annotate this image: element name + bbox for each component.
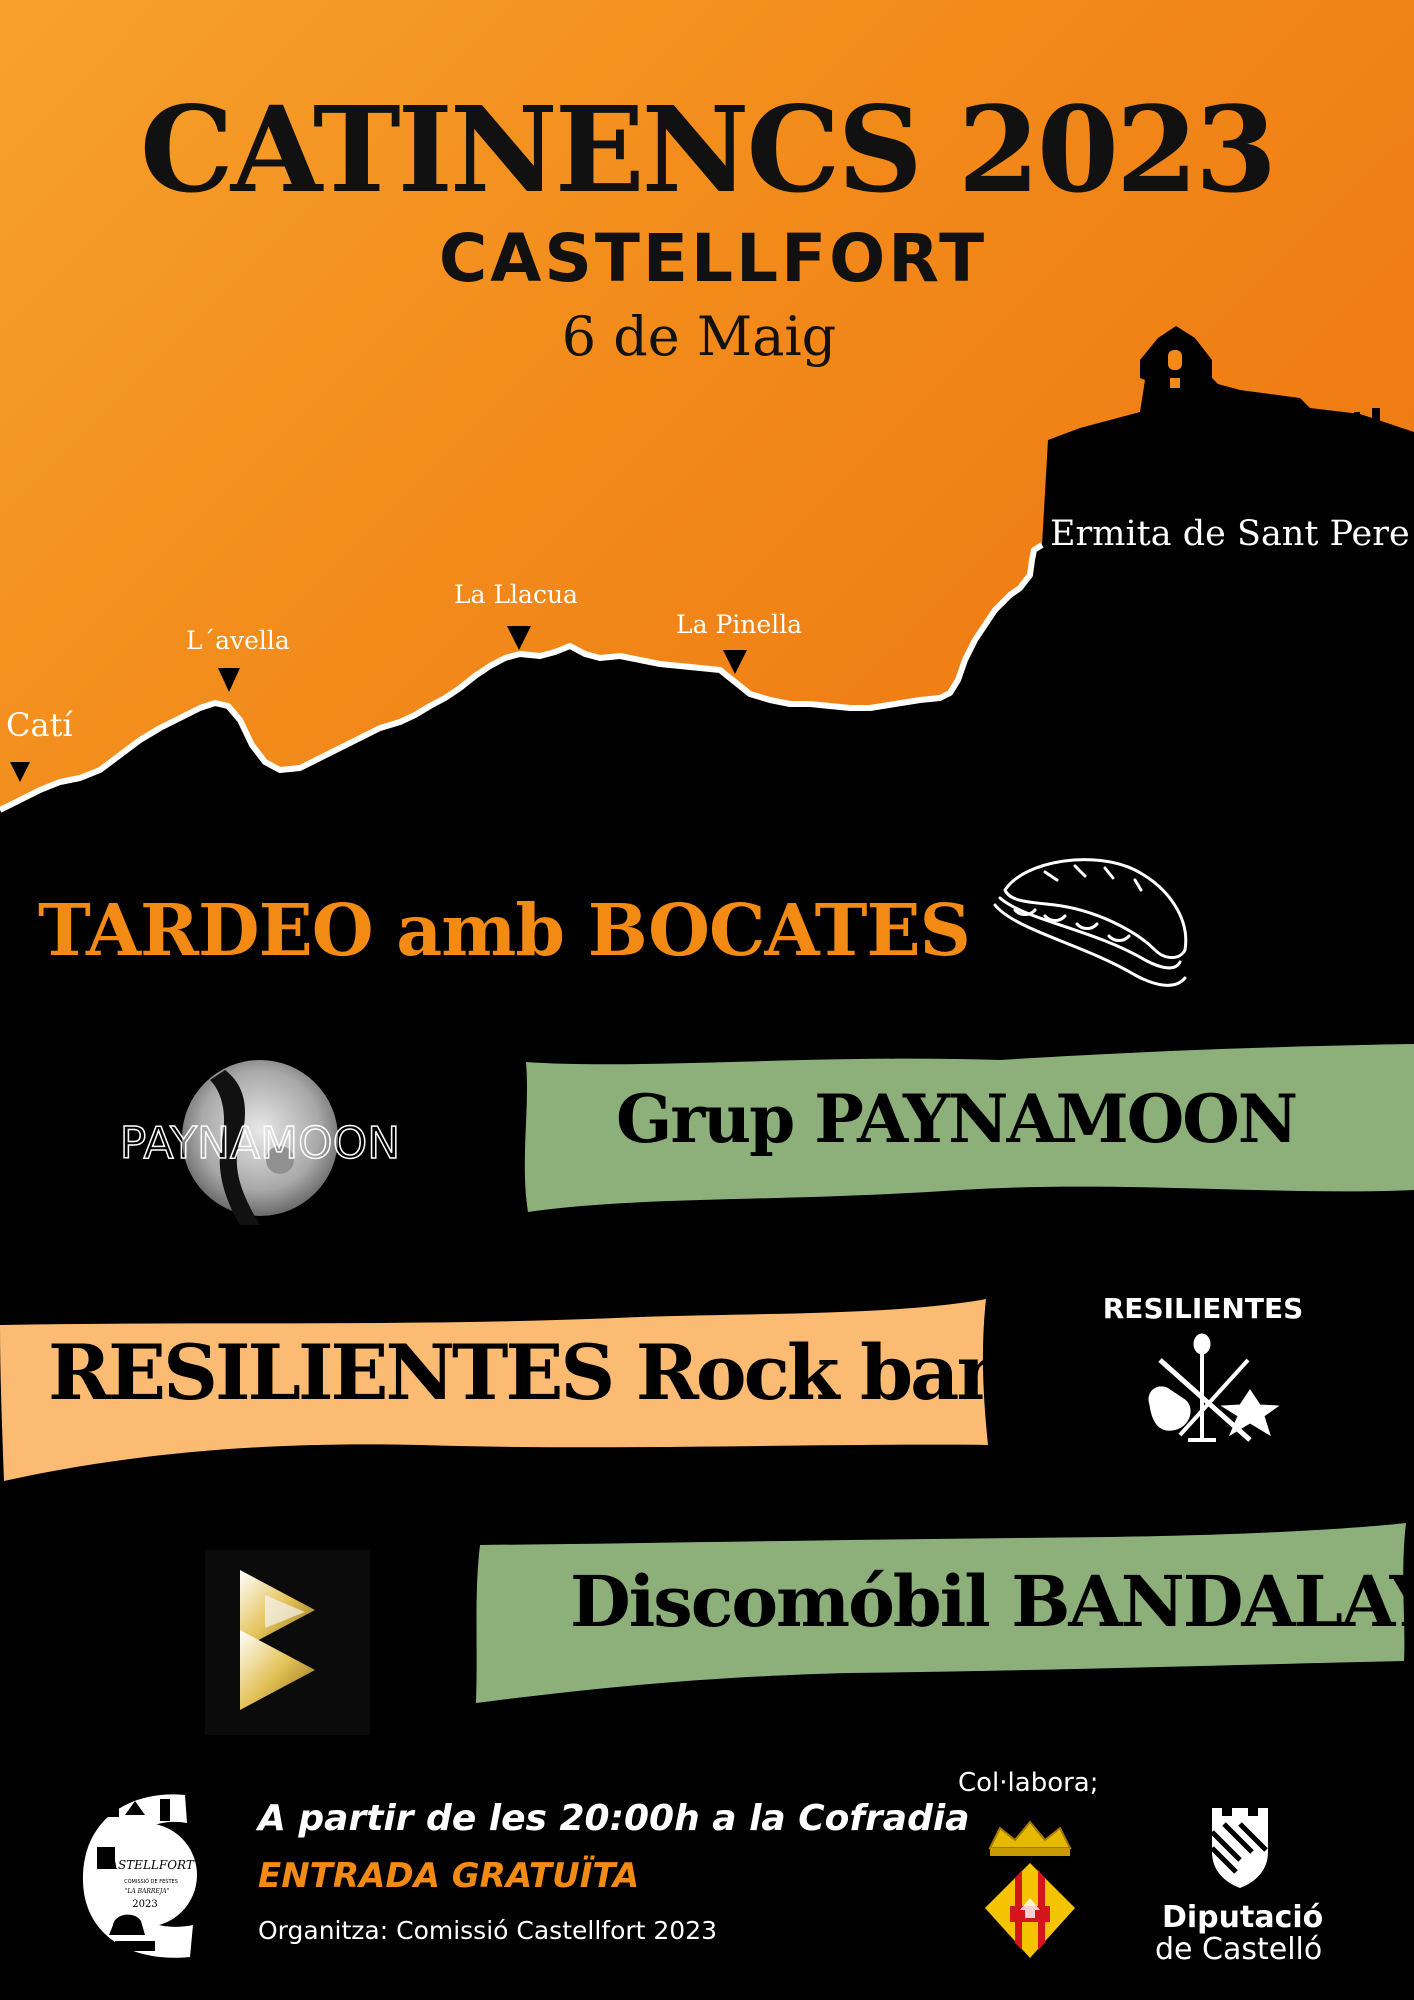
diputacio-logo-icon bbox=[1210, 1808, 1268, 1888]
paynamoon-logo-text: PAYNAMOON bbox=[120, 1118, 400, 1169]
org-logo-group: "LA BARREJA" bbox=[125, 1888, 170, 1895]
band3-label: Discomóbil BANDALAY bbox=[570, 1560, 1414, 1643]
collabora-label: Col·labora; bbox=[958, 1768, 1099, 1798]
route-markers bbox=[10, 626, 747, 782]
band1-banner-bg bbox=[524, 1044, 1414, 1212]
band3-banner-bg bbox=[476, 1523, 1406, 1703]
paynamoon-logo: PAYNAMOON bbox=[119, 1060, 401, 1225]
org-logo-year: 2023 bbox=[132, 1899, 157, 1910]
band2-banner-bg bbox=[0, 1299, 988, 1481]
route-label-lallacua: La Llacua bbox=[454, 580, 578, 609]
town-crest-icon bbox=[985, 1820, 1075, 1958]
sandwich-icon bbox=[993, 858, 1188, 987]
organizer-text: Organitza: Comissió Castellfort 2023 bbox=[258, 1916, 718, 1945]
event-title: CATINENCS 2023 bbox=[139, 80, 1277, 219]
entry-text: ENTRADA GRATUÏTA bbox=[258, 1856, 640, 1896]
microphone-guitar-icon bbox=[1148, 1333, 1280, 1442]
bandalay-logo bbox=[205, 1550, 370, 1735]
organizer-logo: CASTELLFORT COMISSIÓ DE FESTES "LA BARRE… bbox=[82, 1794, 197, 1958]
moon-icon bbox=[182, 1060, 338, 1216]
resilientes-logo-text: RESILIENTES bbox=[1103, 1292, 1303, 1325]
diputacio-line1: Diputació bbox=[1162, 1900, 1324, 1935]
route-label-ermita: Ermita de Sant Pere bbox=[1050, 514, 1410, 554]
resilientes-logo: RESILIENTES bbox=[1103, 1292, 1303, 1442]
church-silhouette-icon bbox=[1140, 326, 1380, 422]
org-logo-sub: COMISSIÓ DE FESTES bbox=[124, 1878, 178, 1885]
route-label-lapinella: La Pinella bbox=[676, 610, 803, 639]
org-logo-title: CASTELLFORT bbox=[100, 1858, 195, 1872]
play-arrows-icon bbox=[240, 1570, 315, 1710]
town-subtitle: CASTELLFORT bbox=[438, 220, 988, 297]
route-label-cati: Catí bbox=[6, 706, 73, 744]
event-date: 6 de Maig bbox=[561, 305, 837, 368]
band2-label: RESILIENTES Rock band bbox=[48, 1328, 1062, 1417]
diputacio-line2: de Castelló bbox=[1155, 1932, 1323, 1967]
band1-label: Grup PAYNAMOON bbox=[616, 1080, 1298, 1158]
time-place-text: A partir de les 20:00h a la Cofradia bbox=[258, 1798, 970, 1839]
route-label-lavella: L´avella bbox=[186, 626, 290, 655]
tardeo-heading: TARDEO amb BOCATES bbox=[38, 888, 971, 972]
